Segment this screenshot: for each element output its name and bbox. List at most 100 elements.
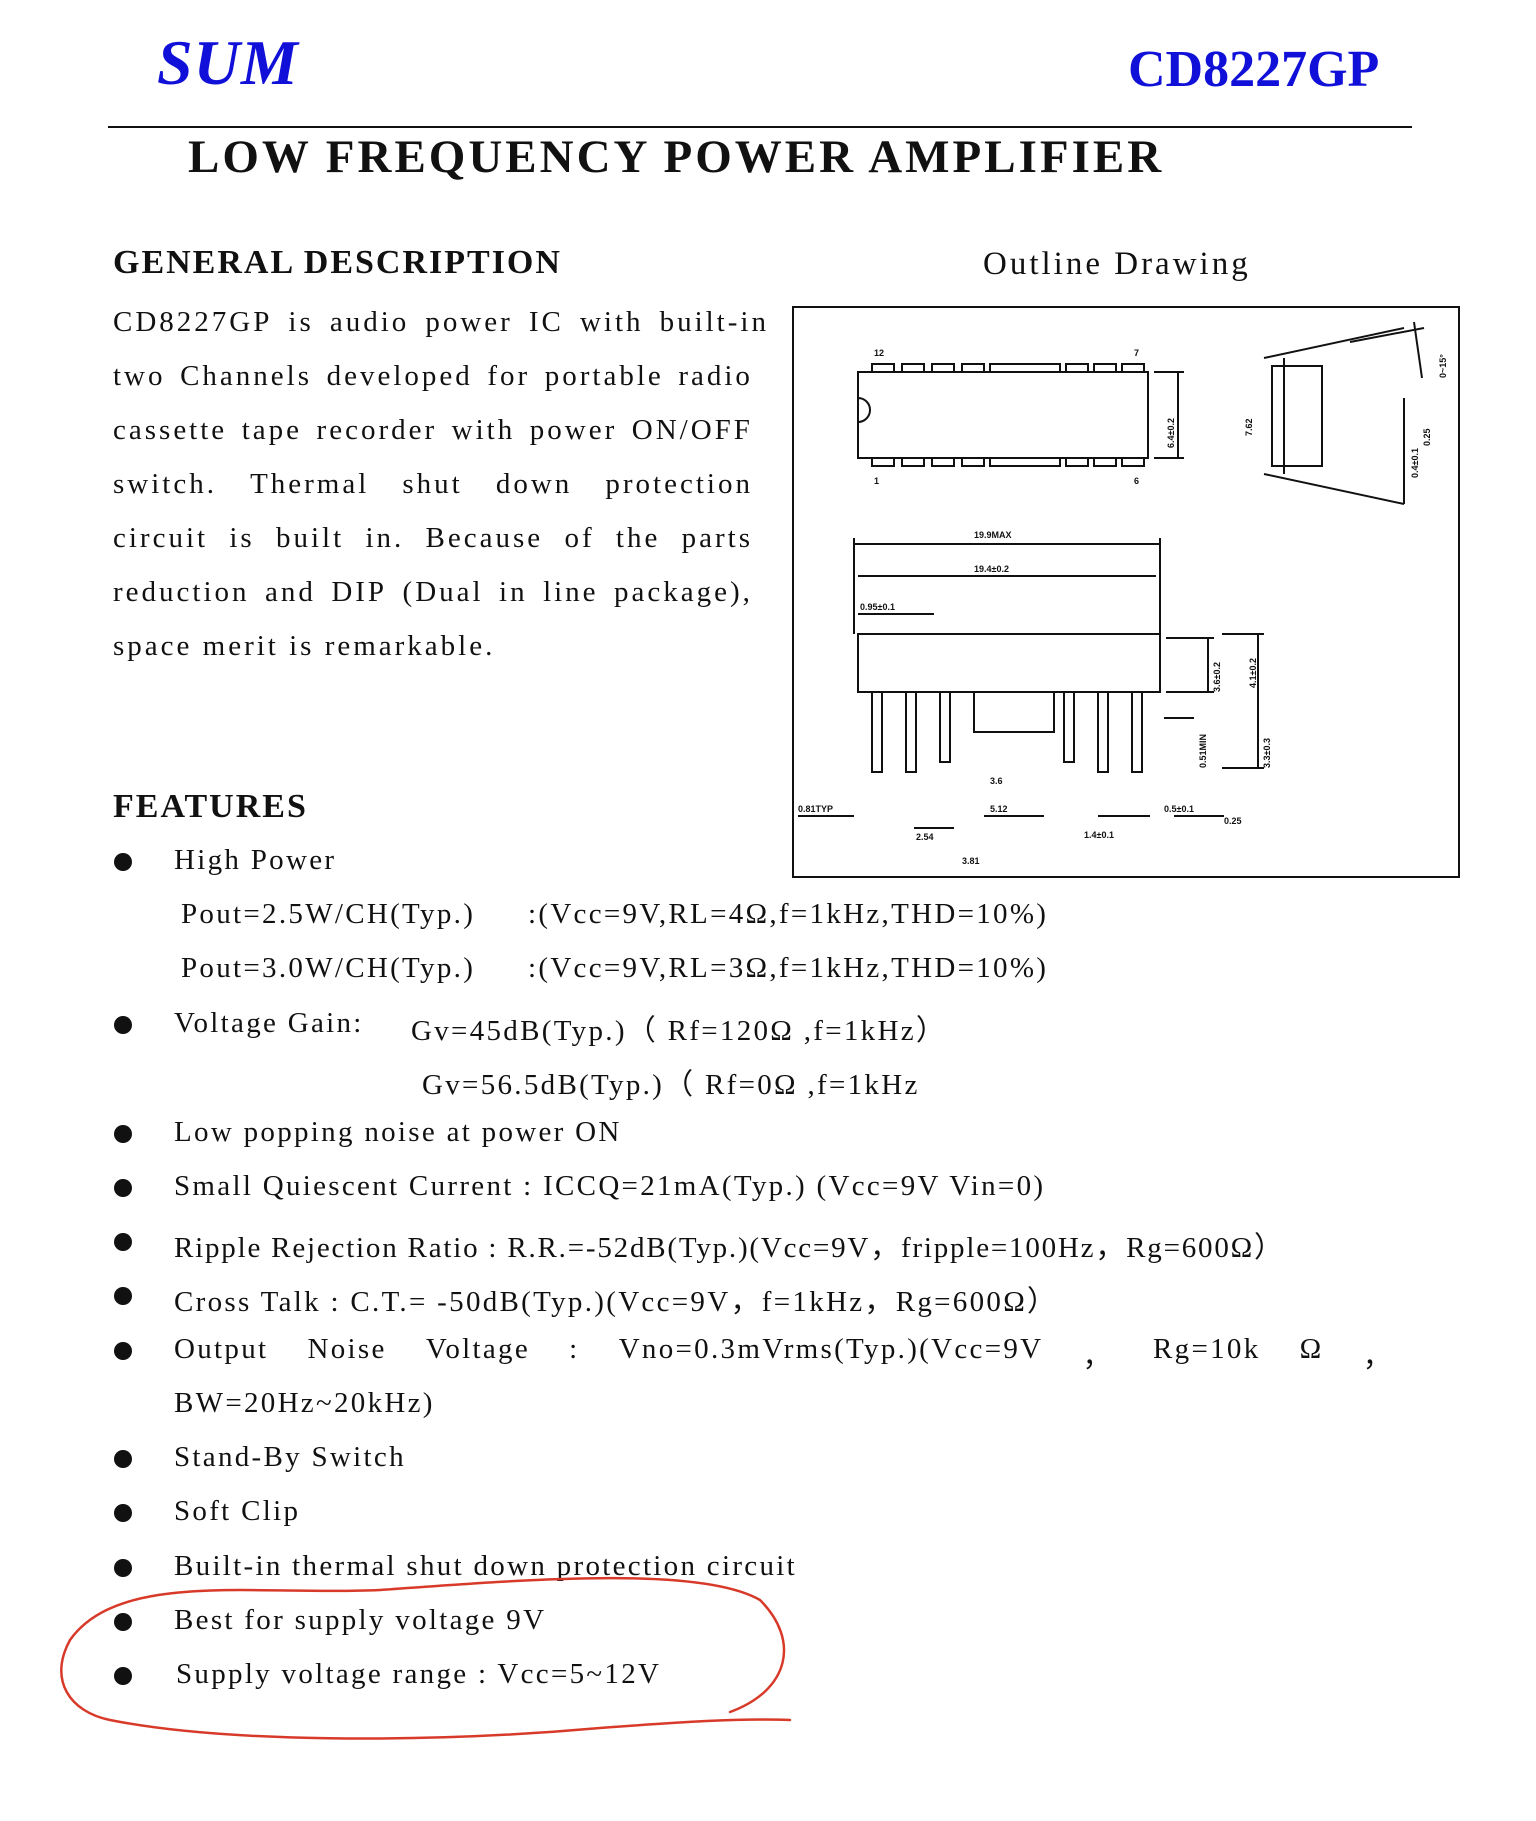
side-view-body [1271,365,1323,467]
description-word: Because [425,522,544,554]
description-word: (Dual [402,576,484,608]
description-word: down [495,468,573,500]
dimension-labels: 12 7 1 6 6.4±0.2 7.62 0~15° 0.4±0.1 0.25… [798,348,1448,866]
description-word: reduction [113,576,250,608]
description-word: audio [329,306,410,338]
description-word: with [579,306,644,338]
description-word: built [275,522,345,554]
feature-thermal: Built-in thermal shut down protection ci… [174,1550,797,1582]
dim-gap: 3.81 [962,856,980,866]
dim-side-width: 7.62 [1244,418,1254,436]
feature-standby: Stand-By Switch [174,1441,406,1473]
package-diagram: 12 7 1 6 6.4±0.2 7.62 0~15° 0.4±0.1 0.25… [798,321,1448,866]
bullet-icon [114,1504,132,1522]
dim-tolerance: 0.25 [1224,816,1242,826]
dim-lead-thickness: 0.4±0.1 [1410,448,1420,478]
description-word: power [425,306,513,338]
description-word: tape [241,414,303,446]
pin-6-label: 6 [1134,476,1139,486]
bullet-icon [114,1233,132,1251]
description-word: built-in [659,306,769,338]
side-view-body-profile [857,633,1161,693]
description-word: of [564,522,595,554]
outline-drawing-heading: Outline Drawing [983,246,1251,282]
pin-12-label: 12 [874,348,884,358]
dim-angle: 0~15° [1438,354,1448,378]
dim-pitch: 2.54 [916,832,934,842]
description-word: in [499,576,528,608]
description-word: line [543,576,599,608]
bullet-icon [114,1125,132,1143]
pin-1-label: 1 [874,476,879,486]
output-noise-bandwidth: BW=20Hz~20kHz) [174,1387,435,1419]
description-word: in. [365,522,405,554]
output-noise-word: Output [174,1333,269,1365]
description-word: is [229,522,255,554]
dim-lead-thickness-2: 0.25 [1422,428,1432,446]
dim-body-height: 3.6±0.2 [1212,662,1222,692]
bullet-icon [114,853,132,871]
header-divider [108,126,1412,128]
description-word: DIP [331,576,388,608]
output-noise-word: Noise [307,1333,387,1365]
dim-lead-width-2: 1.4±0.1 [1084,830,1114,840]
output-noise-word: Voltage [425,1333,531,1365]
output-noise-word: Rg=10k [1153,1333,1261,1365]
dim-standoff: 0.51MIN [1198,734,1208,768]
dim-lead-width-3: 0.5±0.1 [1164,804,1194,814]
feature-high-power: High Power [174,844,337,876]
top-view-pins-lower [871,457,1145,467]
bullet-icon [114,1179,132,1197]
top-view-body [857,371,1149,459]
dim-length: 19.4±0.2 [974,564,1009,574]
dim-total-height: 4.1±0.2 [1248,658,1258,688]
dim-typ: 0.81TYP [798,804,833,814]
bullet-icon [114,1667,132,1685]
pout-3ohm: Pout=3.0W/CH(Typ.) [181,952,476,984]
general-description-heading: GENERAL DESCRIPTION [113,244,562,281]
pout-4ohm-conditions: :(Vcc=9V,RL=4Ω,f=1kHz,THD=10%) [528,898,1049,930]
feature-crosstalk: Cross Talk : C.T.= -50dB(Typ.)(Vcc=9V，f=… [174,1286,1059,1318]
bullet-icon [114,1016,132,1034]
description-word: for [487,360,531,392]
description-word: package), [614,576,753,608]
bullet-icon [114,1559,132,1577]
outline-drawing: 12 7 1 6 6.4±0.2 7.62 0~15° 0.4±0.1 0.25… [792,306,1460,878]
feature-ripple: Ripple Rejection Ratio : R.R.=-52dB(Typ.… [174,1232,1285,1264]
output-noise-word: ， [1082,1341,1114,1373]
feature-voltage-gain: Voltage Gain: [174,1007,364,1039]
pin-7-label: 7 [1134,348,1139,358]
side-view-leads [871,692,1143,773]
page-title: LOW FREQUENCY POWER AMPLIFIER [188,131,1165,183]
brand-logo: SUM [157,27,299,98]
voltage-gain-45db: Gv=45dB(Typ.)（ Rf=120Ω ,f=1kHz） [411,1015,948,1047]
description-word: CD8227GP [113,306,273,338]
pout-3ohm-conditions: :(Vcc=9V,RL=3Ω,f=1kHz,THD=10%) [528,952,1049,984]
feature-popping: Low popping noise at power ON [174,1116,622,1148]
description-word: with [451,414,516,446]
voltage-gain-56db: Gv=56.5dB(Typ.)（ Rf=0Ω ,f=1kHz [422,1069,920,1101]
description-word: Channels [180,360,313,392]
description-word: ON/OFF [631,414,753,446]
output-noise-word: : [569,1333,580,1365]
description-word: IC [528,306,564,338]
dim-tab: 3.6 [990,776,1003,786]
bullet-icon [114,1287,132,1305]
output-noise-word: ， [1362,1341,1394,1373]
description-word: two [113,360,166,392]
description-word: and [264,576,316,608]
description-word: cassette [113,414,228,446]
bullet-icon [114,1613,132,1631]
dim-tab-2: 5.12 [990,804,1008,814]
description-word: recorder [316,414,438,446]
output-noise-word: Ω [1299,1333,1324,1365]
description-word: is [288,306,314,338]
description-word: radio [678,360,753,392]
description-word: power [529,414,618,446]
description-word: protection [605,468,753,500]
